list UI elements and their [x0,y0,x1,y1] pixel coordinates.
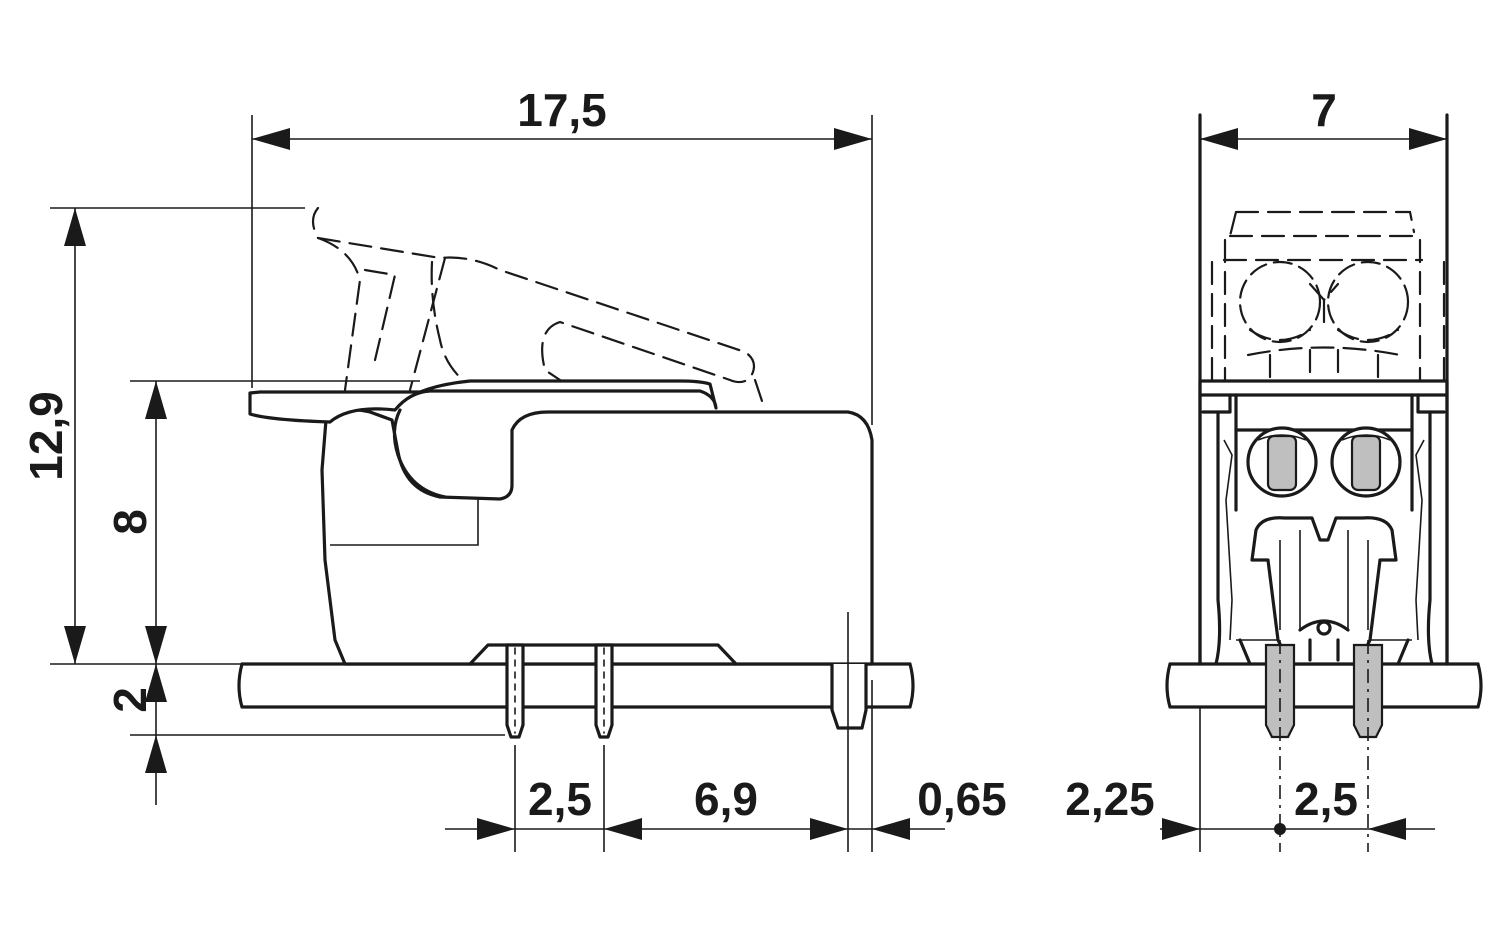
dim-label-8: 8 [104,509,156,535]
dim-label-2: 2 [104,687,156,713]
side-locating-peg [830,662,868,730]
side-view: 17,5 12,9 8 2 [20,84,1007,852]
front-lever-top [1198,379,1449,397]
front-opening-1 [1246,426,1318,498]
dim-pin-below-board: 2 [104,664,505,805]
side-pcb-board [237,662,915,709]
dim-label-2-5-front: 2,5 [1294,773,1358,825]
front-opening-2 [1330,426,1402,498]
side-solder-pin-2 [594,643,614,739]
dim-label-0-65: 0,65 [917,773,1007,825]
side-solder-pin-1 [505,643,525,739]
dim-label-7: 7 [1311,84,1337,136]
dim-overall-length: 17,5 [251,84,873,425]
dim-label-6-9: 6,9 [694,773,758,825]
dim-label-2-5-side: 2,5 [528,773,592,825]
side-housing-body [320,408,874,666]
dim-label-12-9: 12,9 [20,391,72,481]
side-actuator-lever [248,379,718,424]
dim-bottom-front: 2,25 2,5 [1065,707,1435,852]
dim-body-height: 8 [104,380,420,664]
dim-label-17-5: 17,5 [517,84,607,136]
front-pcb-board [1165,662,1483,709]
front-housing-body [1198,393,1449,666]
front-pin-carrier [1250,516,1398,666]
front-actuator-open-outline [1210,210,1446,382]
dim-label-2-25: 2,25 [1065,773,1155,825]
dim-bottom-side: 2,5 6,9 0,65 [445,680,1007,852]
side-actuator-open-outline [311,206,756,384]
dim-width: 7 [1200,84,1447,150]
front-view: 7 2,25 2,5 [1065,84,1483,852]
dim-total-height: 12,9 [20,207,345,665]
